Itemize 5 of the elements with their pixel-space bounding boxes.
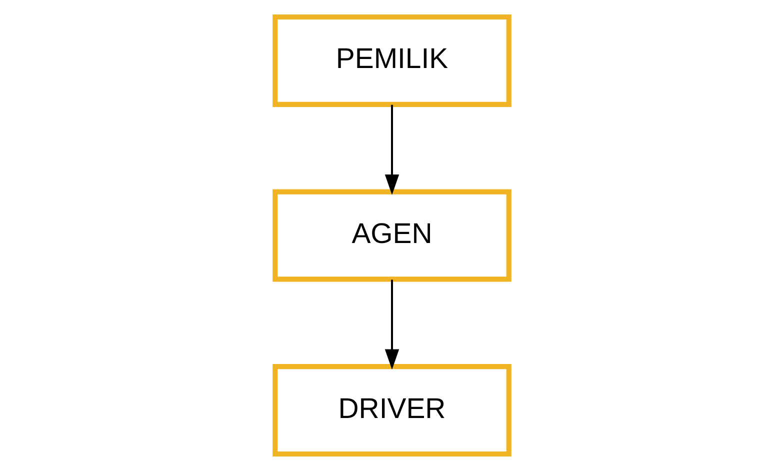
node-box: DRIVER <box>272 364 511 457</box>
arrow <box>384 104 399 195</box>
node-box: AGEN <box>272 189 511 282</box>
node-box: PEMILIK <box>272 14 511 107</box>
arrow <box>384 280 399 370</box>
